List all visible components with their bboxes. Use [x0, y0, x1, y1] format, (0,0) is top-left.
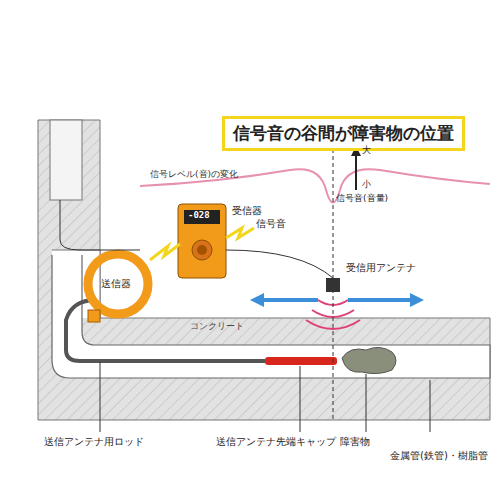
antenna-label: 受信用アンテナ [346, 262, 416, 273]
rod-label: 送信アンテナ用ロッド [44, 436, 144, 447]
concrete-label: コンクリート [190, 322, 244, 332]
display-digits: -028 [188, 211, 210, 221]
large-mark: 大 [362, 146, 371, 156]
title-text: 信号音の谷間が障害物の位置 [233, 123, 454, 143]
transmitter-label: 送信器 [101, 278, 131, 289]
obstacle-label: 障害物 [340, 436, 370, 447]
volume-label: 信号音(音量) [336, 194, 388, 204]
cap-label: 送信アンテナ先端キャップ [216, 436, 336, 447]
receiver-label: 受信器 [232, 205, 262, 216]
signal-level-label: 信号レベル(音)の変化 [150, 170, 238, 180]
signal-sound-label: 信号音 [256, 218, 286, 229]
title-box: 信号音の谷間が障害物の位置 [222, 116, 465, 151]
pipe-label: 金属管(鉄管)・樹脂管 [390, 450, 488, 461]
small-mark: 小 [362, 180, 371, 190]
